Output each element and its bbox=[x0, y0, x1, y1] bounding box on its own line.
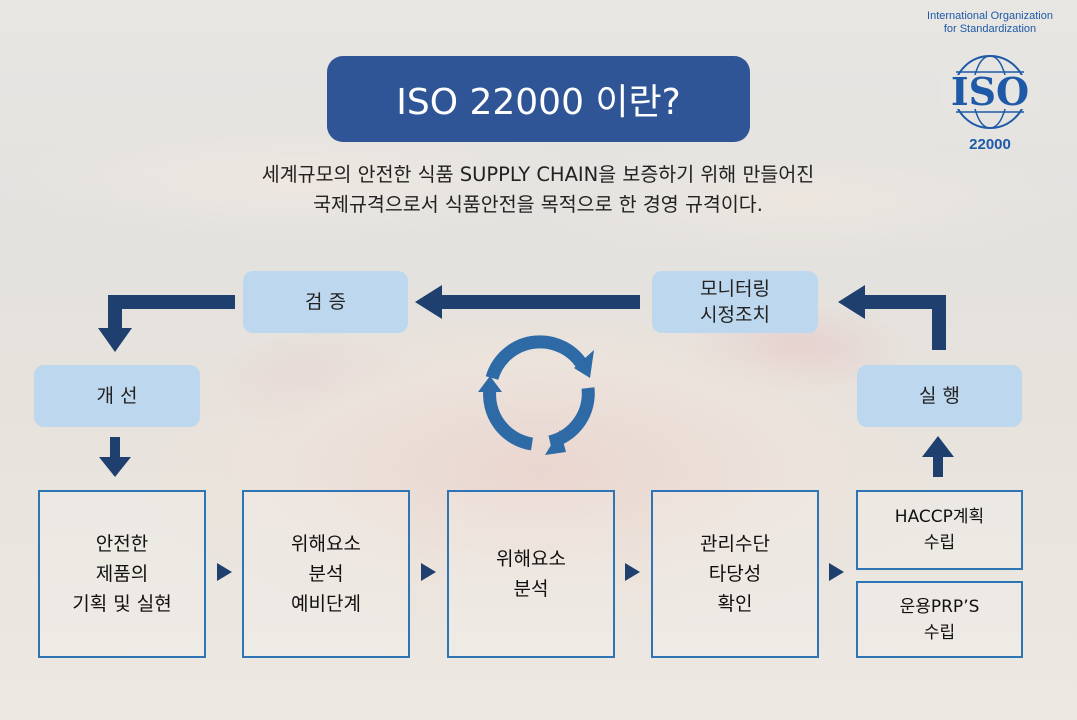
arrow-monitor-to-verify bbox=[415, 285, 640, 319]
verify-box: 검 증 bbox=[243, 271, 408, 333]
iso-logo-arc-text: International Organization for Standardi… bbox=[927, 10, 1053, 35]
arrow-execute-to-monitor bbox=[838, 285, 946, 350]
subtitle-line-2: 국제규격으로서 식품안전을 목적으로 한 경영 규격이다. bbox=[313, 193, 763, 216]
step-arrow-1 bbox=[217, 563, 232, 581]
step-box-1: 안전한 제품의 기획 및 실현 bbox=[38, 490, 206, 658]
step-arrow-2 bbox=[421, 563, 436, 581]
iso-logo-globe bbox=[940, 55, 1040, 129]
prp-box: 운용PRP’S 수립 bbox=[856, 581, 1023, 658]
monitor-box: 모니터링 시정조치 bbox=[652, 271, 818, 333]
cycle-arrows-icon bbox=[483, 335, 595, 451]
page-title: ISO 22000 이란? bbox=[327, 56, 750, 142]
step-box-3: 위해요소 분석 bbox=[447, 490, 615, 658]
step-box-2: 위해요소 분석 예비단계 bbox=[242, 490, 410, 658]
step-arrow-3 bbox=[625, 563, 640, 581]
arrow-haccp-to-execute bbox=[922, 436, 954, 477]
subtitle-line-1: 세계규모의 안전한 식품 SUPPLY CHAIN을 보증하기 위해 만들어진 bbox=[261, 163, 815, 186]
step-box-4: 관리수단 타당성 확인 bbox=[651, 490, 819, 658]
iso-logo-mark: ISO bbox=[950, 69, 1030, 114]
arrow-verify-to-improve bbox=[98, 295, 235, 352]
haccp-plan-box: HACCP계획 수립 bbox=[856, 490, 1023, 570]
iso-logo-number: 22000 bbox=[969, 136, 1011, 153]
arrow-improve-to-steps bbox=[99, 437, 131, 477]
improve-box: 개 선 bbox=[34, 365, 200, 427]
execute-box: 실 행 bbox=[857, 365, 1022, 427]
step-arrow-4 bbox=[829, 563, 844, 581]
subtitle: 세계규모의 안전한 식품 SUPPLY CHAIN을 보증하기 위해 만들어진 … bbox=[150, 160, 926, 220]
